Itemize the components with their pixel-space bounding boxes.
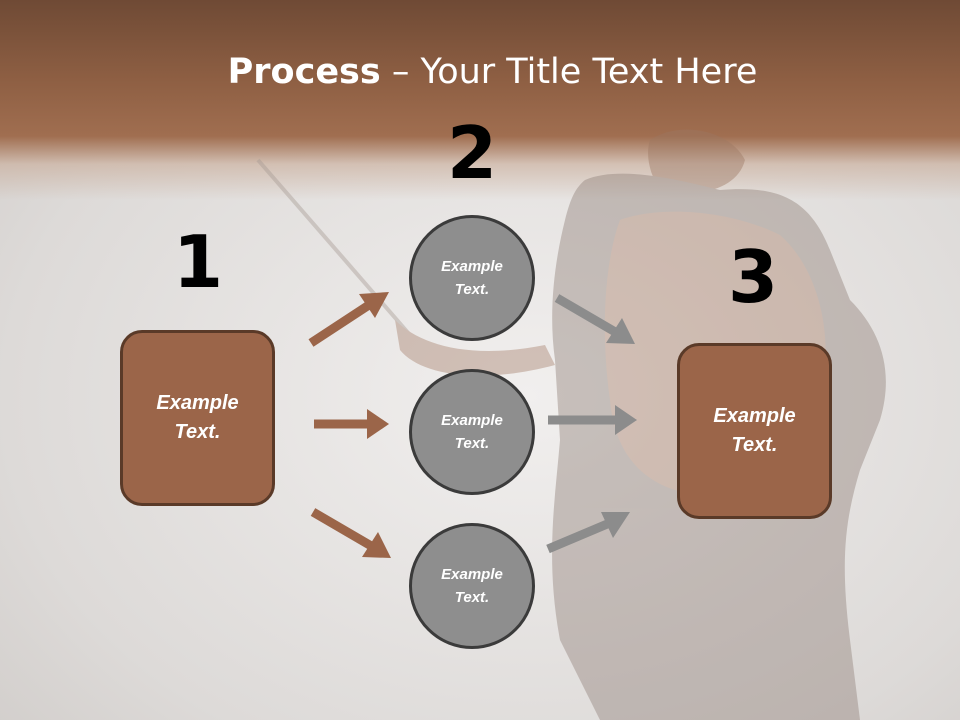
circle-3-line1: Example: [441, 566, 503, 583]
step-number-2: 2: [446, 111, 498, 195]
arrow-left-to-circle-3: [310, 508, 391, 558]
circle-2-line2: Text.: [454, 435, 490, 452]
circle-2-text: Example Text.: [441, 409, 503, 455]
circle-1: Example Text.: [409, 215, 535, 341]
circle-1-line1: Example: [441, 258, 503, 275]
arrow-left-to-circle-1: [308, 292, 389, 347]
arrow-circle-2-to-right: [548, 405, 637, 435]
circle-1-text: Example Text.: [441, 255, 503, 301]
arrow-circle-1-to-right: [554, 294, 635, 344]
step-number-3: 3: [727, 235, 779, 319]
left-box-line2: Text.: [174, 421, 221, 443]
pointer-stick: [256, 158, 412, 337]
circle-2: Example Text.: [409, 369, 535, 495]
title-rest: – Your Title Text Here: [380, 52, 758, 92]
slide-title: Process – Your Title Text Here: [0, 52, 960, 92]
header-band: [0, 0, 960, 200]
right-box-line1: Example: [713, 405, 796, 427]
right-box-line2: Text.: [731, 434, 778, 456]
step-number-1: 1: [172, 220, 224, 304]
right-box-text: Example Text.: [713, 402, 795, 460]
left-box-text: Example Text.: [156, 389, 238, 447]
circle-1-line2: Text.: [454, 281, 490, 298]
left-box-line1: Example: [156, 392, 239, 414]
figure-arm: [395, 320, 555, 376]
right-box: Example Text.: [677, 343, 832, 519]
circle-2-line1: Example: [441, 412, 503, 429]
title-bold: Process: [227, 52, 381, 92]
circle-3-line2: Text.: [454, 589, 490, 606]
circle-3-text: Example Text.: [441, 563, 503, 609]
arrow-left-to-circle-2: [314, 409, 389, 439]
left-box: Example Text.: [120, 330, 275, 506]
circle-3: Example Text.: [409, 523, 535, 649]
arrow-circle-3-to-right: [546, 512, 630, 554]
figure-head: [648, 129, 745, 192]
